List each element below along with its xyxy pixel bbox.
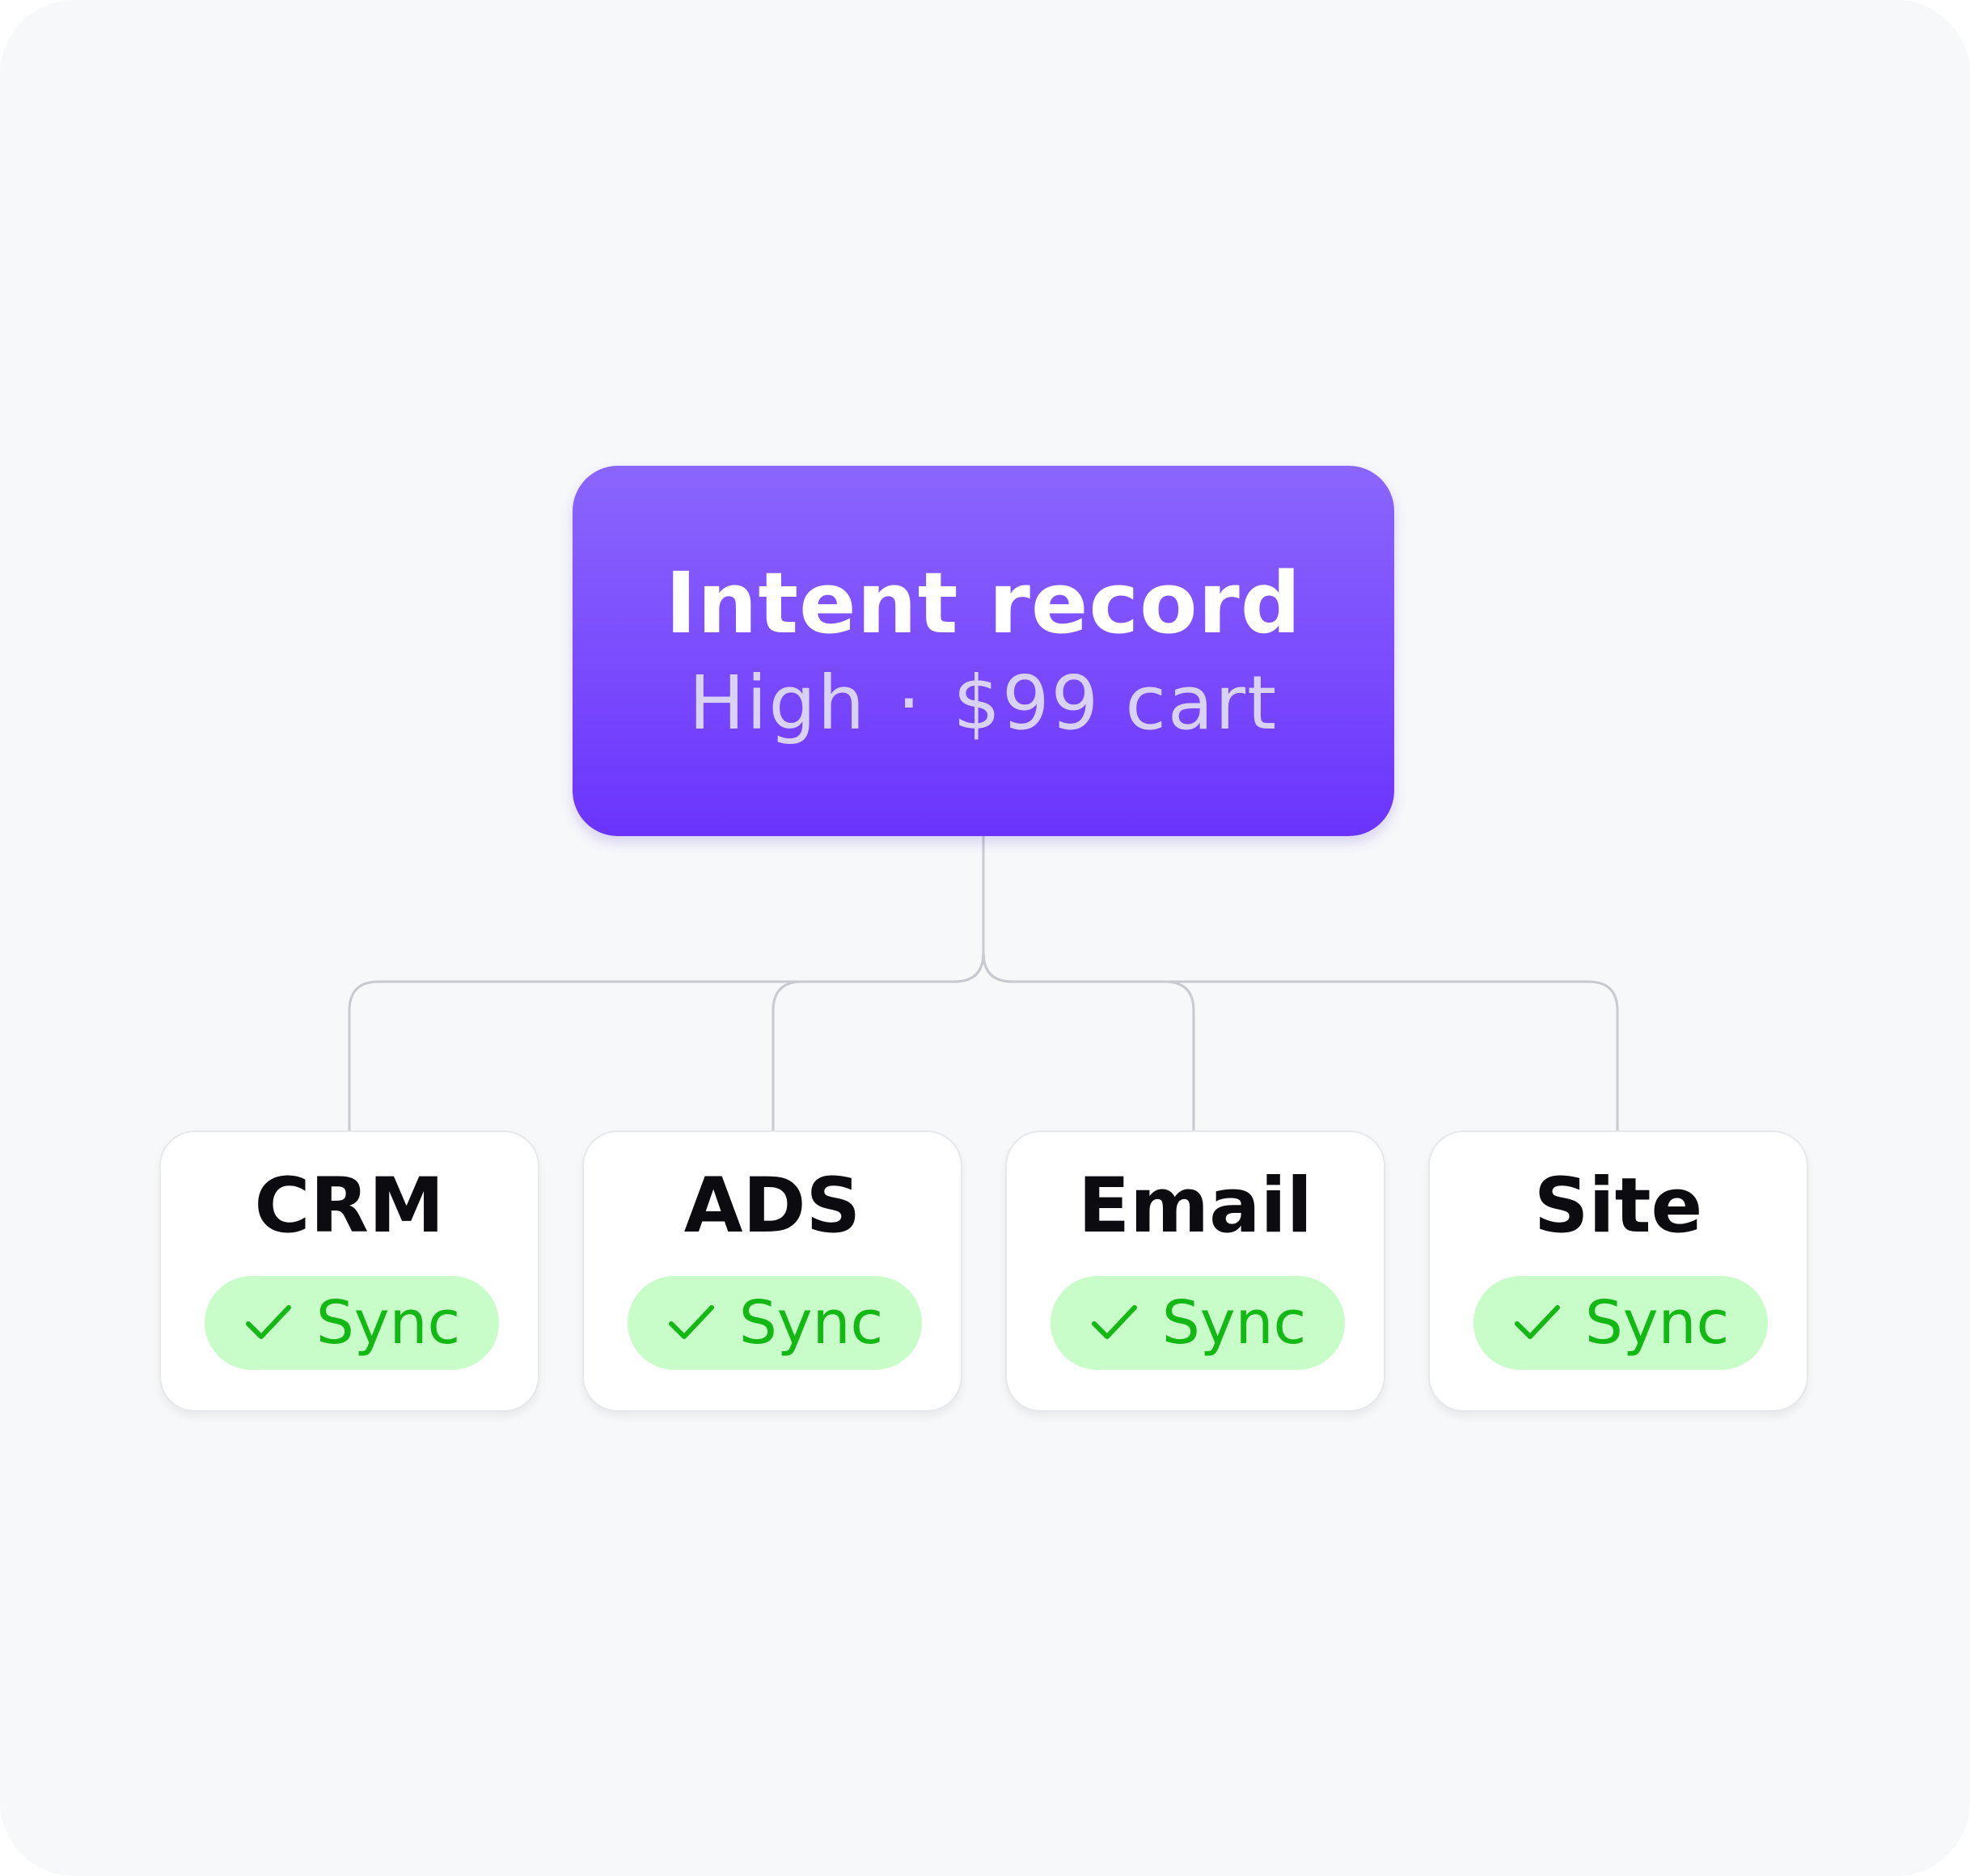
ads-node: ADS Sync xyxy=(582,1130,962,1412)
cart-value: $99 cart xyxy=(953,659,1279,746)
site-node: Site Sync xyxy=(1428,1130,1808,1412)
check-icon xyxy=(1514,1305,1560,1339)
status-text: Sync xyxy=(738,1288,884,1358)
node-label: ADS xyxy=(683,1162,861,1250)
check-icon xyxy=(668,1305,714,1339)
sync-status-badge: Sync xyxy=(205,1276,499,1370)
node-title: Intent record xyxy=(665,554,1302,653)
connector-to-crm xyxy=(348,952,985,1130)
check-icon xyxy=(1091,1305,1137,1339)
node-label: CRM xyxy=(254,1162,445,1250)
node-label: Site xyxy=(1533,1162,1703,1250)
sync-status-badge: Sync xyxy=(1051,1276,1345,1370)
check-icon xyxy=(245,1305,291,1339)
intent-record-node: Intent record High · $99 cart xyxy=(573,466,1394,836)
crm-node: CRM Sync xyxy=(159,1130,539,1412)
node-label: Email xyxy=(1077,1162,1313,1250)
node-subtitle: High · $99 cart xyxy=(689,661,1278,746)
status-text: Sync xyxy=(315,1288,461,1358)
sync-status-badge: Sync xyxy=(628,1276,922,1370)
connector-to-site xyxy=(982,952,1619,1130)
separator-dot: · xyxy=(897,659,923,746)
connector-to-email xyxy=(982,952,1195,1130)
sync-status-badge: Sync xyxy=(1473,1276,1768,1370)
email-node: Email Sync xyxy=(1005,1130,1385,1412)
connector-to-ads xyxy=(772,952,985,1130)
intent-level: High xyxy=(688,659,867,746)
status-text: Sync xyxy=(1584,1288,1730,1358)
status-text: Sync xyxy=(1161,1288,1307,1358)
